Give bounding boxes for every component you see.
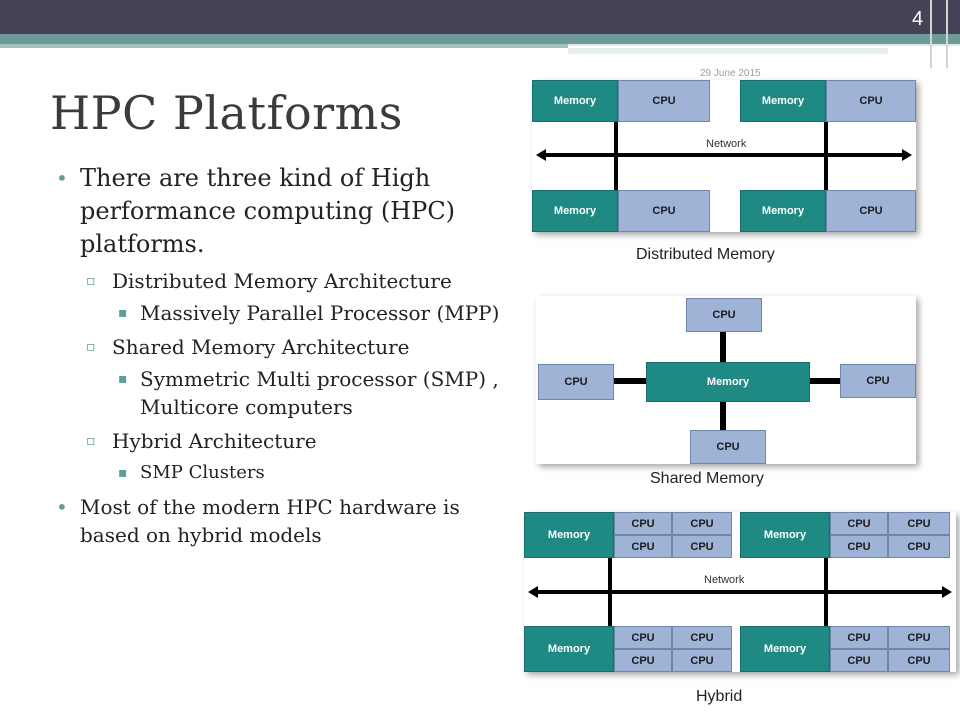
- cpu-box: CPU: [826, 190, 916, 232]
- link-line: [614, 122, 618, 192]
- bullet-square-icon: ▫: [86, 339, 96, 355]
- header-line: [930, 0, 932, 68]
- cpu-box: CPU: [830, 535, 888, 558]
- arrow-left-icon: [528, 586, 538, 598]
- bullet-item: ▫Hybrid Architecture: [86, 429, 317, 453]
- cpu-box: CPU: [830, 626, 888, 649]
- cpu-box: CPU: [888, 535, 950, 558]
- memory-box: Memory: [740, 512, 830, 558]
- bullet-item: ▪Massively Parallel Processor (MPP): [118, 301, 500, 325]
- arrow-left-icon: [536, 149, 546, 161]
- cpu-box: CPU: [614, 649, 672, 672]
- link-line: [824, 122, 828, 192]
- cpu-box: CPU: [826, 80, 916, 122]
- cpu-box: CPU: [614, 535, 672, 558]
- bullet-item: ▫Shared Memory Architecture: [86, 335, 410, 359]
- memory-box: Memory: [646, 362, 810, 402]
- cpu-box: CPU: [672, 535, 732, 558]
- bullet-item: •There are three kind of High performanc…: [56, 164, 456, 258]
- memory-box: Memory: [740, 626, 830, 672]
- cpu-box: CPU: [830, 649, 888, 672]
- network-label: Network: [706, 138, 747, 150]
- cpu-box: CPU: [686, 298, 762, 332]
- link-line: [720, 330, 726, 370]
- cpu-box: CPU: [672, 512, 732, 535]
- cpu-box: CPU: [614, 512, 672, 535]
- bullet-dot-icon: •: [56, 495, 68, 519]
- cpu-box: CPU: [672, 626, 732, 649]
- bullet-list: •There are three kind of High performanc…: [52, 162, 522, 555]
- header-band-light: [0, 44, 568, 48]
- cpu-box: CPU: [830, 512, 888, 535]
- bullet-star-icon: ▪: [118, 371, 128, 387]
- memory-box: Memory: [740, 190, 826, 232]
- cpu-box: CPU: [618, 190, 710, 232]
- cpu-box: CPU: [614, 626, 672, 649]
- header-bar: [0, 0, 960, 68]
- shared-memory-caption: Shared Memory: [650, 470, 764, 487]
- bullet-item: ▪SMP Clusters: [52, 459, 522, 487]
- header-line: [946, 0, 948, 68]
- arrow-right-icon: [942, 586, 952, 598]
- cpu-box: CPU: [538, 364, 614, 400]
- memory-box: Memory: [532, 190, 618, 232]
- cpu-box: CPU: [690, 430, 766, 464]
- bullet-item: •Most of the modern HPC hardware is base…: [56, 495, 460, 547]
- memory-box: Memory: [532, 80, 618, 122]
- network-label: Network: [704, 574, 745, 586]
- distributed-memory-diagram: Network Memory CPU Memory CPU Memory CPU…: [532, 80, 916, 232]
- header-band-thin: [568, 44, 960, 46]
- bullet-item: ▫Distributed Memory Architecture: [86, 269, 452, 293]
- memory-box: Memory: [524, 626, 614, 672]
- arrow-right-icon: [902, 149, 912, 161]
- bullet-dot-icon: •: [56, 166, 68, 190]
- cpu-box: CPU: [888, 512, 950, 535]
- cpu-box: CPU: [618, 80, 710, 122]
- bullet-square-icon: ▫: [86, 433, 96, 449]
- bullet-star-icon: ▪: [118, 305, 128, 321]
- shared-memory-diagram: CPU CPU Memory CPU CPU: [536, 296, 916, 464]
- page-title: HPC Platforms: [50, 86, 403, 140]
- network-line: [546, 153, 902, 157]
- cpu-box: CPU: [840, 364, 916, 398]
- link-line: [612, 378, 646, 384]
- cpu-box: CPU: [672, 649, 732, 672]
- bullet-item: ▪Symmetric Multi processor (SMP) , Multi…: [118, 367, 499, 419]
- header-band: [0, 34, 960, 44]
- memory-box: Memory: [524, 512, 614, 558]
- slide-date: 29 June 2015: [700, 68, 761, 79]
- memory-box: Memory: [740, 80, 826, 122]
- link-line: [808, 378, 840, 384]
- cpu-box: CPU: [888, 626, 950, 649]
- hybrid-diagram: Network Memory CPU CPU CPU CPU Memory CP…: [524, 512, 956, 672]
- slide-number: 4: [912, 8, 924, 30]
- bullet-square-icon: ▫: [86, 273, 96, 289]
- network-line: [538, 590, 942, 594]
- cpu-box: CPU: [888, 649, 950, 672]
- hybrid-caption: Hybrid: [696, 688, 743, 705]
- link-line: [720, 400, 726, 430]
- bullet-star-icon: ▪: [118, 465, 128, 481]
- distributed-memory-caption: Distributed Memory: [636, 246, 775, 263]
- header-band-pale: [568, 48, 888, 54]
